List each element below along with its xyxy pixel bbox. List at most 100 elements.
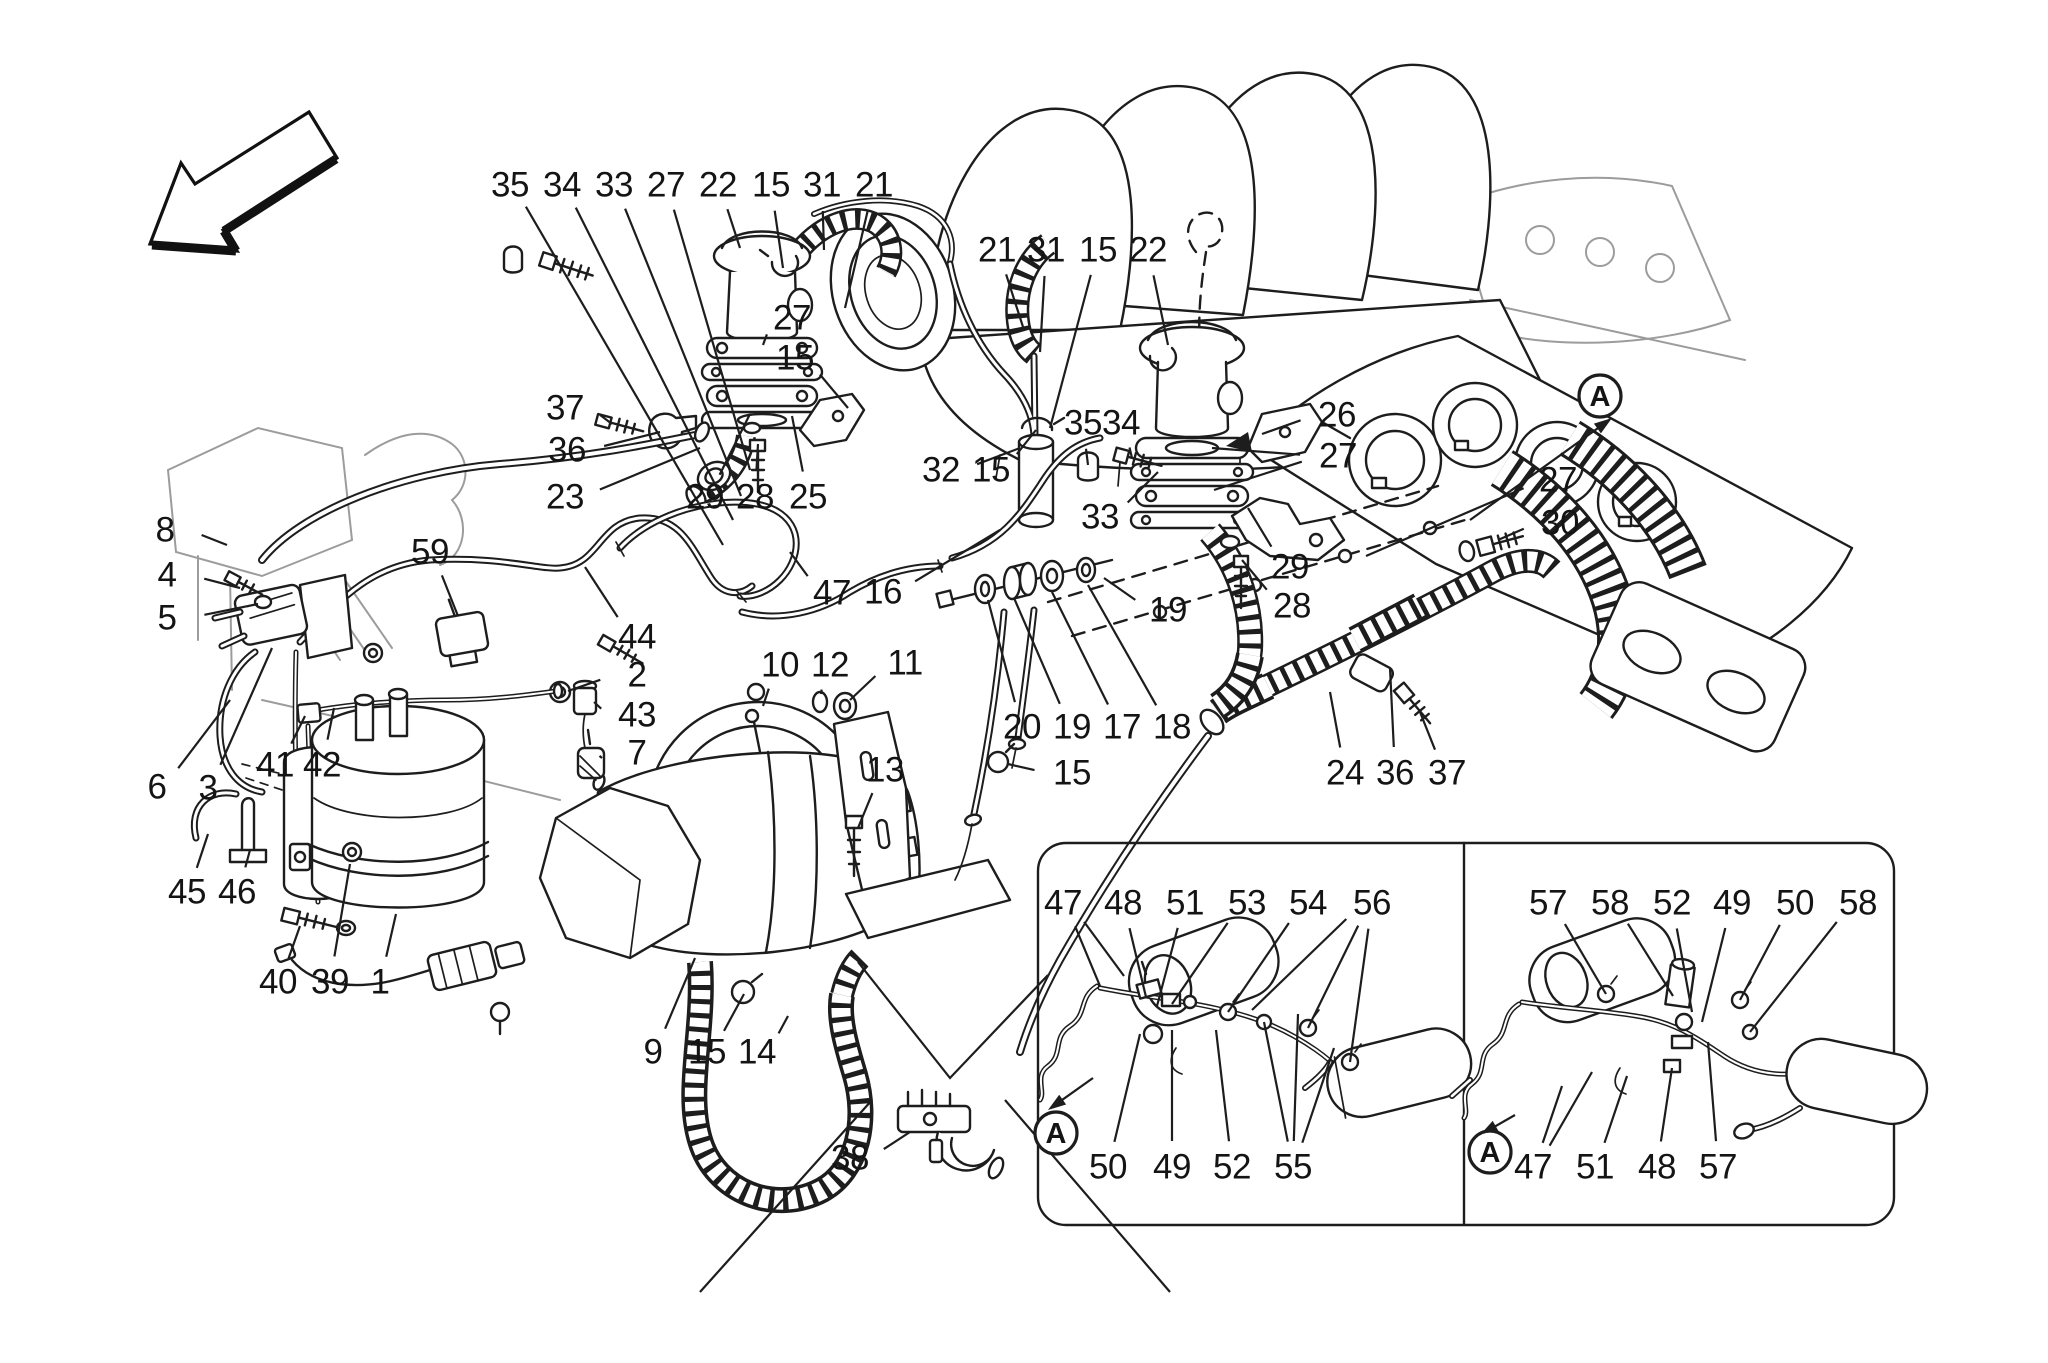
part-number-callout: 48 [1104, 884, 1142, 923]
part-number-callout: 31 [803, 166, 841, 205]
callout-leader-line [599, 446, 701, 491]
callout-leader-line [195, 833, 210, 869]
callout-leader-line [1706, 1041, 1718, 1142]
callout-leader-line [1700, 927, 1727, 1023]
callout-leader-line [819, 373, 849, 409]
part-number-callout: 59 [411, 533, 449, 572]
callout-leader-line [203, 577, 241, 590]
callout-leader-line [883, 1131, 911, 1151]
view-marker-label: A [1480, 1137, 1501, 1169]
acorn-nut-35b-drawing [1076, 451, 1100, 482]
part-number-callout: 33 [1081, 498, 1119, 537]
nut-12-drawing [811, 690, 829, 714]
direction-arrow-icon [147, 109, 340, 256]
callout-leader-line [1038, 275, 1046, 353]
part-number-callout: 15 [688, 1033, 726, 1072]
callout-leader-line [1348, 928, 1370, 1063]
callout-leader-line [1227, 922, 1290, 1013]
clamp-15-pipe-drawing [986, 742, 1016, 774]
callout-leader-line [1497, 527, 1525, 542]
part-number-callout: 29 [1271, 548, 1309, 587]
part-number-callout: 50 [1089, 1148, 1127, 1187]
part-number-callout: 47 [813, 574, 851, 613]
callout-leader-line [1126, 471, 1159, 504]
view-marker-A: A [1033, 1077, 1094, 1156]
air-pump-drawing [538, 556, 1212, 1293]
callout-leader-line [1211, 446, 1301, 456]
part-number-callout: 7 [628, 734, 647, 773]
canister-drawing [190, 687, 526, 1036]
part-number-callout: 26 [1318, 396, 1356, 435]
bolt-40-drawing [280, 906, 339, 930]
callout-leader-line [777, 1015, 789, 1034]
part-number-callout: 37 [1428, 754, 1466, 793]
part-number-callout: 35 [491, 166, 529, 205]
callout-leader-line [1007, 762, 1035, 772]
part-number-callout: 48 [1638, 1148, 1676, 1187]
part-number-callout: 49 [1153, 1148, 1191, 1187]
part-number-callout: 11 [887, 644, 922, 683]
callout-leader-line [204, 602, 259, 616]
part-number-callout: 29 [686, 478, 724, 517]
part-number-callout: 10 [761, 646, 799, 685]
part-number-callout: 36 [548, 431, 586, 470]
callout-leader-line [287, 925, 302, 959]
callout-leader-line [1074, 925, 1102, 987]
callout-leader-line [790, 415, 804, 472]
part-number-callout: 58 [1839, 884, 1877, 923]
callout-leader-line [976, 446, 1021, 466]
callout-leader-line [440, 574, 460, 617]
part-number-callout: 52 [1213, 1148, 1251, 1187]
callout-leader-line [584, 566, 619, 618]
callout-leader-line [672, 209, 752, 471]
pipe-32-drawing [1017, 433, 1055, 529]
part-number-callout: 58 [1591, 884, 1629, 923]
part-number-callout: 34 [543, 166, 581, 205]
callout-leader-line [914, 529, 1001, 583]
bracket-29b-drawing [1230, 496, 1346, 562]
view-marker-label: A [1046, 1118, 1067, 1150]
callout-leader-line [1301, 1047, 1336, 1144]
view-marker-A: A [1467, 1114, 1516, 1175]
callout-leader-line [201, 533, 228, 547]
callout-leader-line [986, 599, 1016, 703]
part-number-callout: 3 [199, 769, 218, 808]
callout-leader-line [761, 334, 768, 346]
part-number-callout: 5 [158, 599, 177, 638]
callout-leader-line [1739, 924, 1781, 1001]
view-marker-A: A [1469, 373, 1623, 521]
part-number-callout: 25 [789, 478, 827, 517]
washer-29-drawing [742, 421, 762, 435]
valve-clamp-15-drawing [758, 248, 800, 278]
callout-leader-line [761, 688, 770, 707]
callout-leader-line [723, 993, 745, 1032]
part-number-callout: 28 [1273, 587, 1311, 626]
callout-leader-line [1241, 559, 1268, 591]
corrugated-hose-14-drawing [681, 949, 874, 1214]
part-number-callout: 22 [699, 166, 737, 205]
part-number-callout: 4 [158, 556, 177, 595]
callout-leader-line [1214, 1029, 1231, 1142]
bolt-4-drawing [223, 570, 264, 596]
part-number-callout: 32 [922, 451, 960, 490]
part-number-callout: 31 [1027, 231, 1065, 270]
part-number-callout: 17 [1103, 708, 1141, 747]
callout-leader-line [567, 678, 601, 693]
bolt-mid-drawing [596, 633, 644, 665]
bracket-13-drawing [832, 710, 1012, 940]
callout-leader-line [726, 208, 742, 249]
part-number-callout: 19 [1149, 591, 1187, 630]
part-number-callout: 23 [546, 478, 584, 517]
part-number-callout: 16 [864, 573, 902, 612]
part-number-callout: 18 [1153, 708, 1191, 747]
callout-leader-line [1307, 925, 1360, 1029]
part-number-callout: 52 [1653, 884, 1691, 923]
canister-ports-drawing [353, 687, 409, 742]
part-number-callout: 45 [168, 873, 206, 912]
part-number-callout: 19 [1053, 708, 1091, 747]
stud-34b-drawing [1112, 446, 1163, 469]
valve-clamp-right-drawing [1148, 346, 1178, 372]
bolt-37-drawing [1392, 681, 1432, 725]
part-number-callout: 22 [1129, 231, 1167, 270]
